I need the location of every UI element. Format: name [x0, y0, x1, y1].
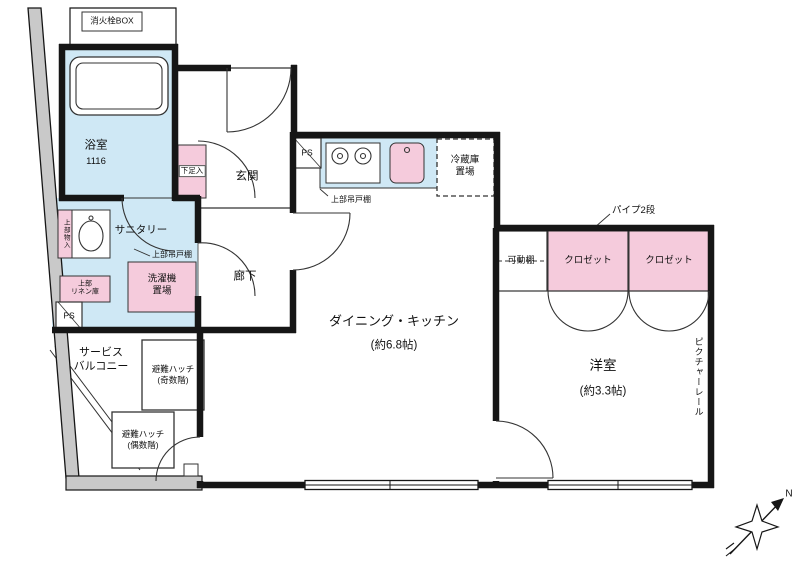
- dk-size: (約6.8帖): [370, 339, 418, 352]
- sanitary-door: [197, 242, 256, 297]
- western-size: (約3.3帖): [579, 385, 627, 398]
- door-arcs: [121, 67, 710, 482]
- sanitary-name: サニタリー: [114, 224, 168, 237]
- equipment: [55, 56, 548, 477]
- compass-star: [734, 502, 780, 552]
- closet-left-doors: [547, 290, 629, 332]
- fire-hydrant-label: 消火栓BOX: [90, 15, 134, 26]
- thin-lines: [122, 67, 709, 296]
- escape-hatch-even-label: 避難ハッチ (偶数階): [121, 428, 165, 450]
- balcony-step: [183, 463, 199, 477]
- arrow-feather: [725, 542, 737, 557]
- upper-storage-label: 上部物入: [62, 219, 70, 249]
- bathroom-name: 浴室: [84, 139, 108, 152]
- bathroom-door: [121, 197, 176, 252]
- equipment-details: [57, 62, 545, 331]
- upper-linen-label: 上部 リネン庫: [71, 280, 99, 296]
- upper-cabinet-kitchen-label: 上部吊戸棚: [331, 194, 371, 204]
- washer-box: [127, 261, 197, 313]
- upper-cabinet-sanitary-label: 上部吊戸棚: [152, 249, 192, 259]
- western-name: 洋室: [589, 358, 617, 374]
- shoe-cabinet-label: 下足入: [178, 165, 206, 177]
- service-balcony-label: サービス バルコニー: [73, 346, 129, 373]
- entrance-name: 玄関: [235, 170, 259, 183]
- fire-hydrant-zone: [69, 7, 177, 47]
- picture-rail-label: ピクチャーレール: [693, 337, 704, 417]
- entrance-door: [226, 67, 292, 133]
- pipe-hanger-label: パイプ2段: [612, 204, 656, 216]
- fridge-space-box: [436, 138, 495, 197]
- ps-left-label: PS: [63, 310, 75, 321]
- dk-name: ダイニング・キッチン: [328, 313, 460, 329]
- closet-right-doors: [628, 290, 710, 332]
- balcony-door: [155, 436, 201, 482]
- compass-north-label: N: [785, 488, 793, 500]
- sink-icon: [389, 142, 425, 184]
- windows: [304, 479, 693, 491]
- compass: [725, 498, 784, 557]
- stove-icon: [325, 142, 381, 184]
- bathtub-icon: [69, 56, 169, 116]
- dk-door: [292, 212, 351, 271]
- washbasin-icon: [71, 209, 111, 259]
- ps-top-label: PS: [301, 147, 313, 158]
- closet-right-label: クロゼット: [645, 254, 693, 266]
- western-door: [495, 420, 554, 479]
- genkan-door: [197, 140, 256, 199]
- linen-box: [59, 275, 111, 303]
- fridge-label: 冷蔵庫 置場: [450, 154, 480, 178]
- closet-left-box: [547, 230, 629, 292]
- bathroom-size: 1116: [86, 155, 106, 167]
- closet-right-box: [628, 230, 710, 292]
- escape-hatch-even-box: [111, 411, 175, 469]
- escape-hatch-odd-label: 避難ハッチ (奇数階): [151, 363, 195, 385]
- north-arrow: [771, 498, 784, 511]
- walls: [52, 43, 715, 489]
- movable-shelf-label: 可動棚: [507, 255, 535, 266]
- escape-hatch-odd-box: [141, 339, 205, 411]
- hallway-name: 廊下: [233, 270, 257, 283]
- closet-left-label: クロゼット: [564, 254, 612, 266]
- washer-label: 洗濯機 置場: [147, 273, 177, 297]
